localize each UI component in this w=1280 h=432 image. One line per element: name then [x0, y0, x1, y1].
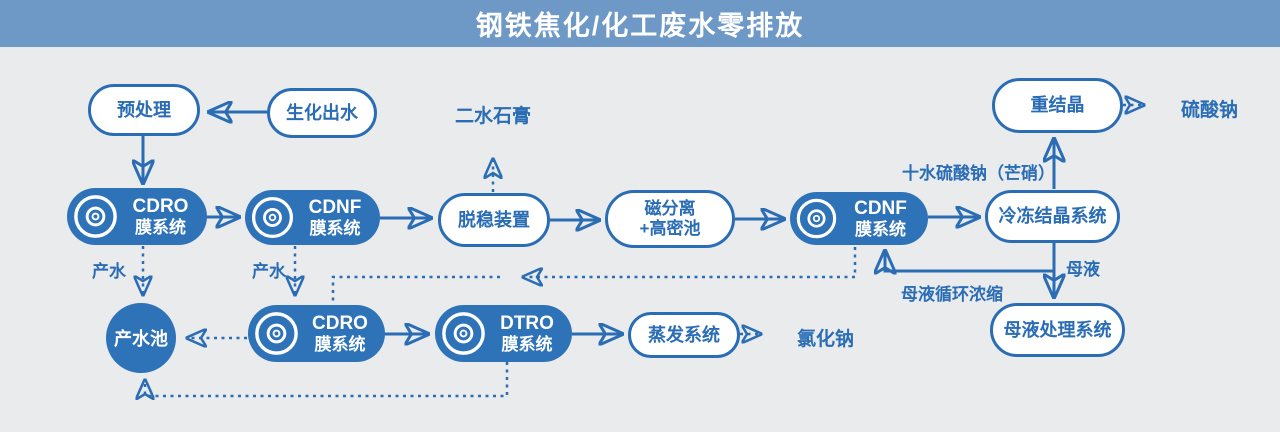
node-recrystallization-label: 重结晶 — [1030, 95, 1085, 116]
edge-return-down-to-cdro2 — [331, 275, 500, 303]
node-mother-liquor-treatment-label: 母液处理系统 — [1003, 319, 1112, 340]
node-destabilization-unit: 脱稳装置 — [438, 193, 550, 247]
label-mother-liquor: 母液 — [1066, 260, 1100, 279]
node-cdro-membrane-2: CDRO 膜系统 — [248, 305, 385, 362]
label-gypsum-output: 二水石膏 — [455, 106, 532, 127]
node-cdnf-membrane-1-name: CDNF — [308, 197, 362, 219]
edge-dtro-bottom-return-to-pool — [145, 362, 509, 396]
node-dtro-membrane-name: DTRO — [500, 313, 554, 335]
node-dtro-membrane: DTRO 膜系统 — [435, 305, 572, 362]
label-mother-liquor-recycle: 母液循环浓缩 — [901, 285, 1003, 304]
node-biochemical-effluent-label: 生化出水 — [286, 102, 358, 123]
node-cdnf-membrane-2: CDNF 膜系统 — [790, 192, 928, 245]
node-mother-liquor-treatment: 母液处理系统 — [990, 303, 1125, 357]
membrane-disc-icon — [247, 192, 298, 243]
node-recrystallization: 重结晶 — [992, 78, 1123, 133]
label-product-water-2: 产水 — [252, 262, 286, 281]
edge-mother-liquor-recycle-to-cdnf2 — [885, 252, 1054, 271]
node-cdro-membrane-2-name: CDRO — [312, 313, 368, 335]
label-sodium-chloride-output: 氯化钠 — [797, 329, 855, 350]
node-product-water-pool: 产水池 — [106, 303, 176, 373]
membrane-disc-icon — [250, 307, 303, 360]
node-cdro-membrane-1-sub: 膜系统 — [135, 217, 186, 237]
page-title: 钢铁焦化/化工废水零排放 — [475, 11, 805, 41]
node-biochemical-effluent: 生化出水 — [267, 88, 377, 138]
node-pretreatment: 预处理 — [88, 84, 200, 136]
node-cdnf-membrane-1: CDNF 膜系统 — [245, 190, 380, 245]
node-cdro-membrane-1-name: CDRO — [132, 196, 189, 218]
membrane-disc-icon — [437, 307, 490, 360]
node-cdnf-membrane-2-name: CDNF — [854, 198, 907, 220]
edge-cdnf2-return-left — [524, 247, 857, 277]
label-glauber-salt: 十水硫酸钠（芒硝） — [902, 164, 1055, 183]
membrane-disc-icon — [792, 194, 841, 243]
node-magnetic-separation-line2: +高密池 — [639, 219, 701, 238]
label-product-water-1: 产水 — [92, 262, 126, 281]
node-destabilization-unit-label: 脱稳装置 — [458, 209, 530, 230]
node-freeze-crystallization-label: 冷冻结晶系统 — [998, 206, 1107, 227]
node-dtro-membrane-sub: 膜系统 — [501, 334, 553, 354]
node-product-water-pool-label: 产水池 — [114, 329, 168, 349]
node-pretreatment-label: 预处理 — [117, 99, 171, 120]
node-magnetic-separation-line1: 磁分离 — [644, 199, 696, 219]
node-cdnf-membrane-2-sub: 膜系统 — [855, 219, 906, 239]
header-bar: 钢铁焦化/化工废水零排放 — [0, 0, 1280, 47]
node-freeze-crystallization: 冷冻结晶系统 — [985, 190, 1120, 243]
node-cdnf-membrane-1-sub: 膜系统 — [309, 218, 361, 238]
node-evaporation-system-label: 蒸发系统 — [648, 324, 720, 345]
node-magnetic-separation: 磁分离 +高密池 — [605, 190, 735, 248]
node-cdro-membrane-1: CDRO 膜系统 — [67, 188, 207, 245]
node-evaporation-system: 蒸发系统 — [628, 312, 740, 358]
node-cdro-membrane-2-sub: 膜系统 — [314, 334, 366, 354]
label-sodium-sulfate-output: 硫酸钠 — [1181, 100, 1239, 121]
membrane-disc-icon — [69, 190, 122, 243]
